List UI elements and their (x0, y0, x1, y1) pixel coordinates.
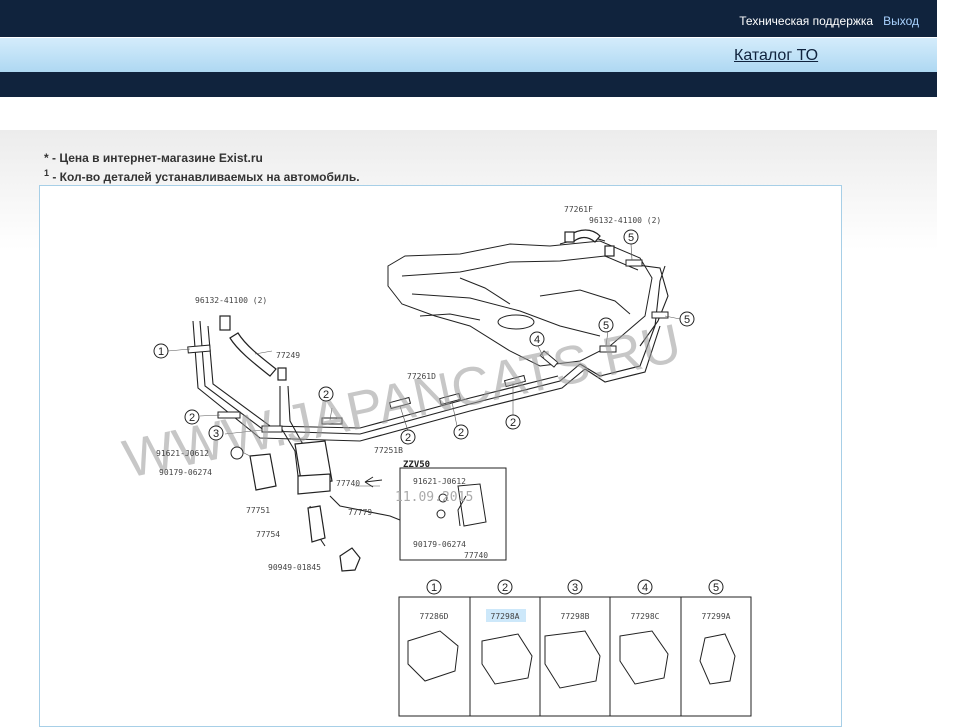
part-label: 77249 (276, 351, 300, 360)
legend-callout: 2 (497, 579, 513, 595)
fuel-line-diagram: WWW.JAPANCATS.RU 11.09.2015 77261F96132-… (118, 205, 752, 717)
callout-number: 5 (603, 320, 609, 332)
legend-callout-number: 1 (431, 582, 437, 594)
legend-callout: 4 (637, 579, 653, 595)
clamp-part-number[interactable]: 77298B (561, 612, 590, 621)
part-label: 91621-J0612 (156, 449, 209, 458)
callout-number: 3 (213, 428, 219, 440)
price-note: * - Цена в интернет-магазине Exist.ru (44, 151, 263, 165)
dark-subbar (0, 72, 937, 97)
inset-part-label: 90179-06274 (413, 540, 466, 549)
bolt-marker (230, 446, 244, 460)
callout-marker: 3 (208, 425, 224, 441)
part-label: 77779 (348, 508, 372, 517)
callout-marker: 2 (318, 386, 334, 402)
right-margin (937, 0, 960, 720)
qty-marker: 1 (44, 168, 50, 178)
callout-marker: 4 (529, 331, 545, 347)
part-label: 90179-06274 (159, 468, 212, 477)
date-stamp: 11.09.2015 (395, 490, 473, 505)
part-label: 96132-41100 (2) (195, 296, 267, 305)
catalog-link[interactable]: Каталог ТО (734, 47, 819, 64)
clamp-legend (398, 596, 752, 717)
legend-callout: 5 (708, 579, 724, 595)
notes: * - Цена в интернет-магазине Exist.ru 1 … (44, 151, 360, 185)
catalog-bar: Каталог ТО (0, 38, 937, 72)
callout-marker: 2 (184, 409, 200, 425)
clamp-part-number[interactable]: 77299A (702, 612, 731, 621)
support-link[interactable]: Техническая поддержка (739, 14, 874, 28)
callout-marker: 5 (679, 311, 695, 327)
clamp-highlight (486, 609, 526, 622)
top-navbar: Техническая поддержка Выход (0, 0, 937, 37)
callout-number: 2 (458, 427, 464, 439)
callout-number: 5 (628, 232, 634, 244)
part-label: 90949-01845 (268, 563, 321, 572)
callout-marker: 5 (623, 229, 639, 245)
hose-parts (219, 229, 615, 572)
callout-number: 5 (684, 314, 690, 326)
legend-callout-number: 2 (502, 582, 508, 594)
qty-note-line: 1 - Кол-во деталей устанавливаемых на ав… (44, 166, 360, 185)
part-label: 77261D (407, 372, 436, 381)
callout-number: 2 (405, 432, 411, 444)
callout-marker: 2 (505, 414, 521, 430)
callout-marker: 2 (400, 429, 416, 445)
callout-number: 2 (510, 417, 516, 429)
inset-part-label: 91621-J0612 (413, 477, 466, 486)
callout-marker: 5 (598, 317, 614, 333)
clamp-part-number[interactable]: 77286D (420, 612, 449, 621)
callout-marker: 2 (453, 424, 469, 440)
part-label: 77754 (256, 530, 280, 539)
clamp-part-number[interactable]: 77298C (631, 612, 660, 621)
legend-callout-number: 4 (642, 582, 648, 594)
part-label: 77261F (564, 205, 593, 214)
legend-callout: 3 (567, 579, 583, 595)
inset-part-label: 77740 (464, 551, 488, 560)
part-label: 77740 (336, 479, 360, 488)
part-label: 96132-41100 (2) (589, 216, 661, 225)
part-label: 77751 (246, 506, 270, 515)
logout-link[interactable]: Выход (883, 14, 919, 28)
callout-number: 4 (534, 334, 540, 346)
callout-marker: 1 (153, 343, 169, 359)
callout-number: 2 (189, 412, 195, 424)
legend-callout-number: 3 (572, 582, 578, 594)
callout-number: 1 (158, 346, 164, 358)
inset-title: ZZV50 (403, 460, 430, 470)
qty-note: - Кол-во деталей устанавливаемых на авто… (49, 170, 360, 184)
clamp-part-number[interactable]: 77298A (491, 612, 520, 621)
legend-callout-number: 5 (713, 582, 719, 594)
legend-callout: 1 (426, 579, 442, 595)
top-nav-links: Техническая поддержка Выход (739, 14, 919, 28)
inset-zzv50 (364, 467, 507, 561)
part-label: 77251B (374, 446, 403, 455)
fuel-tank-drawing (387, 240, 653, 367)
callout-number: 2 (323, 389, 329, 401)
